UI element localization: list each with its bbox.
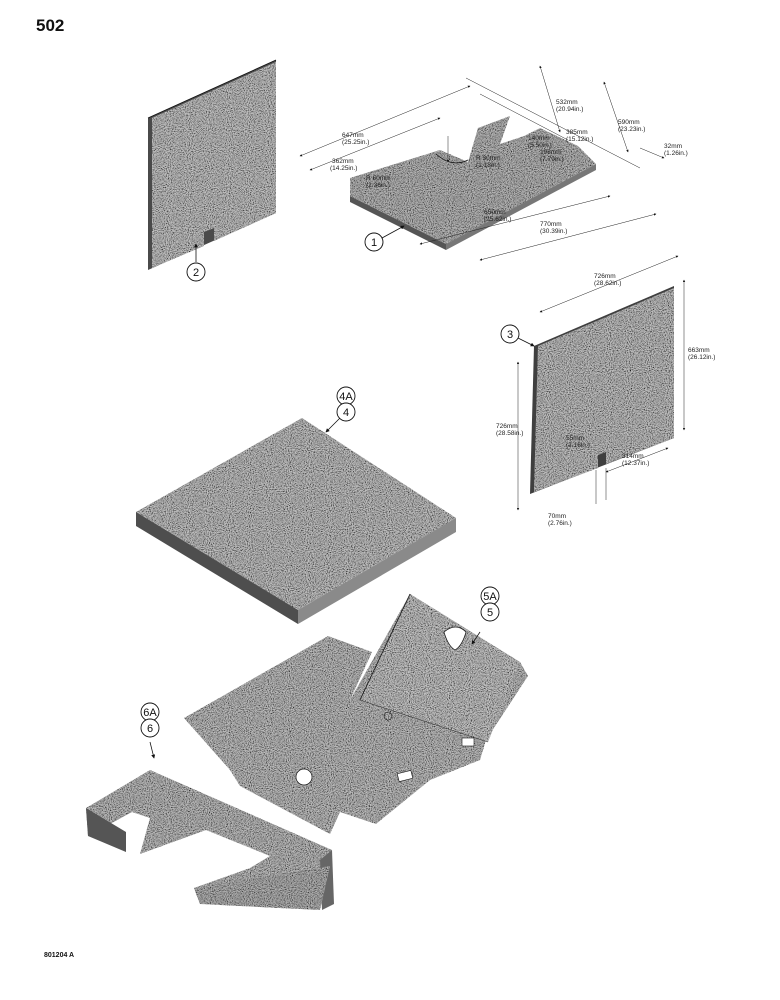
svg-text:R 30mm: R 30mm [476,155,501,162]
dim-r60-in: (2.36in.) [366,182,390,189]
part-1-dimension-labels: 647mm (25.25in.) 362mm (14.25in.) R 60mm… [330,99,688,235]
callout-6a-label: 6A [143,707,157,719]
svg-text:(28.62in.): (28.62in.) [594,280,621,287]
svg-text:385mm: 385mm [566,129,588,136]
dim-590-mm: 590mm [618,119,640,126]
callout-4-label: 4 [343,407,349,419]
svg-text:(5.50in.): (5.50in.) [528,142,552,149]
part-1-dimension-lines [299,65,665,261]
svg-text:(23.23in.): (23.23in.) [618,126,645,133]
svg-text:(28.58in.): (28.58in.) [496,430,523,437]
part-6-step-mat [86,770,334,910]
dim-663-mm: 663mm [688,347,710,354]
dim-140-in: (5.50in.) [528,142,552,149]
dim-32-mm: 32mm [664,143,682,150]
callout-4: 4A 4 [325,386,356,433]
callout-5a-label: 5A [483,591,497,603]
callout-1: 1 [364,225,405,252]
svg-text:590mm: 590mm [618,119,640,126]
svg-text:(7.79in.): (7.79in.) [540,156,564,163]
dim-726-top-in: (28.62in.) [594,280,621,287]
svg-text:140mm: 140mm [528,135,550,142]
svg-text:(1.18in.): (1.18in.) [476,162,500,169]
part-3-dimension-labels: 726mm (28.62in.) 663mm (26.12in.) 726mm … [496,273,715,527]
dim-532-in: (20.94in.) [556,106,583,113]
callout-2: 2 [186,243,206,282]
svg-text:(1.26in.): (1.26in.) [664,150,688,157]
svg-text:(26.12in.): (26.12in.) [688,354,715,361]
svg-text:(25.62in.): (25.62in.) [484,216,511,223]
dim-314-in: (12.37in.) [622,460,649,467]
svg-text:(2.76in.): (2.76in.) [548,520,572,527]
svg-text:647mm: 647mm [342,132,364,139]
svg-text:726mm: 726mm [594,273,616,280]
dim-198-mm: 198mm [540,149,562,156]
svg-text:(20.94in.): (20.94in.) [556,106,583,113]
dim-647-in: (25.25in.) [342,139,369,146]
page-number: 502 [36,16,65,35]
svg-text:663mm: 663mm [688,347,710,354]
svg-text:32mm: 32mm [664,143,682,150]
dim-663-in: (26.12in.) [688,354,715,361]
callout-2-label: 2 [193,267,199,279]
callout-6: 6A 6 [140,702,160,759]
dim-590-in: (23.23in.) [618,126,645,133]
part-3-side-panel [530,286,674,494]
dim-385-mm: 385mm [566,129,588,136]
dim-726-top-mm: 726mm [594,273,616,280]
part-5-floor-mat [184,593,528,834]
dim-140-mm: 140mm [528,135,550,142]
dim-726-side-mm: 726mm [496,423,518,430]
part-4-mat [136,418,456,624]
svg-text:(2.36in.): (2.36in.) [366,182,390,189]
dim-362-in: (14.25in.) [330,165,357,172]
dim-650-mm: 650mm [484,209,506,216]
svg-text:(14.25in.): (14.25in.) [330,165,357,172]
dim-32-in: (1.26in.) [664,150,688,157]
dim-726-side-in: (28.58in.) [496,430,523,437]
dim-385-in: (15.12in.) [566,136,593,143]
part-2-panel [147,59,277,270]
svg-text:70mm: 70mm [548,513,566,520]
callout-3-label: 3 [507,329,513,341]
svg-text:R 60mm: R 60mm [366,175,391,182]
svg-text:770mm: 770mm [540,221,562,228]
callout-4a-label: 4A [339,391,353,403]
svg-text:314mm: 314mm [622,453,644,460]
svg-text:(25.25in.): (25.25in.) [342,139,369,146]
dim-770-mm: 770mm [540,221,562,228]
svg-text:(2.16in.): (2.16in.) [566,442,590,449]
callout-6-label: 6 [147,723,153,735]
figure-code: 801204 A [44,952,75,959]
dim-362-mm: 362mm [332,158,354,165]
svg-text:(15.12in.): (15.12in.) [566,136,593,143]
dim-r60-mm: R 60mm [366,175,391,182]
callout-1-label: 1 [371,237,377,249]
svg-text:532mm: 532mm [556,99,578,106]
callout-5-label: 5 [487,607,493,619]
svg-text:55mm: 55mm [566,435,584,442]
dim-70-in: (2.76in.) [548,520,572,527]
dim-70-mm: 70mm [548,513,566,520]
svg-text:(12.37in.): (12.37in.) [622,460,649,467]
svg-text:198mm: 198mm [540,149,562,156]
dim-314-mm: 314mm [622,453,644,460]
svg-text:362mm: 362mm [332,158,354,165]
svg-text:650mm: 650mm [484,209,506,216]
dim-532-mm: 532mm [556,99,578,106]
svg-text:(30.39in.): (30.39in.) [540,228,567,235]
callout-3: 3 [500,324,535,347]
part-3-dimension-lines [516,255,686,511]
dim-770-in: (30.39in.) [540,228,567,235]
callout-5: 5A 5 [471,586,500,645]
dim-647-mm: 647mm [342,132,364,139]
dim-55-in: (2.16in.) [566,442,590,449]
dim-r30-mm: R 30mm [476,155,501,162]
dim-198-in: (7.79in.) [540,156,564,163]
dim-r30-in: (1.18in.) [476,162,500,169]
dim-55-mm: 55mm [566,435,584,442]
svg-text:726mm: 726mm [496,423,518,430]
dim-650-in: (25.62in.) [484,216,511,223]
